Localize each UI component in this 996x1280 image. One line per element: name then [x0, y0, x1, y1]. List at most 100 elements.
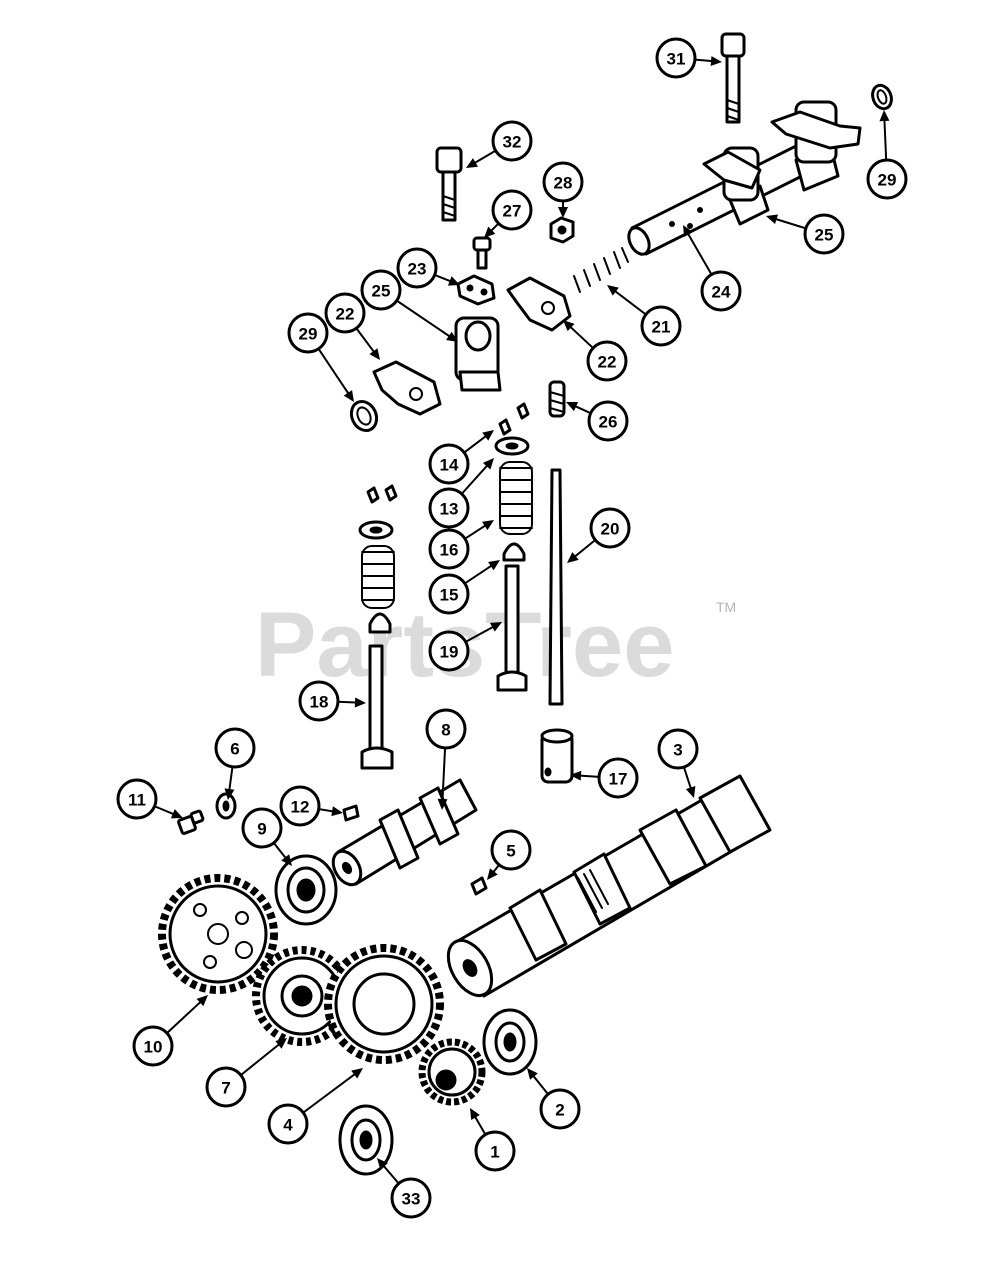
callout-circle [298, 680, 340, 722]
part-20-push-rod[interactable] [548, 468, 564, 706]
callout-25[interactable]: 25 [766, 213, 845, 255]
callout-8[interactable]: 8 [425, 708, 467, 810]
watermark-trademark: TM [716, 599, 736, 615]
part-9-bearing[interactable] [274, 854, 338, 926]
callout-label: 29 [878, 171, 897, 190]
callout-circle [491, 120, 533, 162]
callout-16[interactable]: 16 [428, 520, 494, 570]
callout-12[interactable]: 12 [279, 785, 343, 827]
part-3-camshaft[interactable] [439, 774, 772, 1003]
callout-5[interactable]: 5 [487, 829, 532, 880]
callout-4[interactable]: 4 [267, 1068, 363, 1145]
callout-leader [682, 766, 693, 791]
callout-label: 28 [554, 174, 573, 193]
part-28-nut[interactable] [549, 216, 575, 244]
part-22-rocker-arms-right[interactable] [702, 110, 862, 190]
callout-leader [465, 624, 496, 643]
callout-label: 12 [291, 798, 310, 817]
callout-19[interactable]: 19 [428, 622, 502, 672]
callout-18[interactable]: 18 [298, 680, 366, 722]
part-29-circlip-right[interactable] [869, 83, 894, 112]
callout-arrowhead [710, 56, 722, 67]
callout-7[interactable]: 7 [205, 1038, 287, 1108]
callout-11[interactable]: 11 [116, 778, 183, 820]
callout-14[interactable]: 14 [428, 430, 494, 485]
callout-6[interactable]: 6 [214, 727, 256, 800]
callout-22[interactable]: 22 [563, 320, 628, 382]
part-17-tappet[interactable] [540, 728, 574, 784]
callout-leader [568, 324, 594, 349]
callout-28[interactable]: 28 [542, 161, 584, 218]
callout-leader [302, 1071, 358, 1114]
callout-arrowhead [446, 331, 458, 342]
callout-31[interactable]: 31 [655, 37, 722, 79]
callout-24[interactable]: 24 [683, 225, 742, 312]
part-1-small-gear[interactable] [418, 1038, 486, 1106]
part-22-rocker-arm-mid[interactable] [506, 276, 572, 332]
callout-circle [279, 785, 321, 827]
callout-15[interactable]: 15 [428, 560, 500, 615]
part-6-washer[interactable] [215, 792, 237, 820]
part-15-stem-seals[interactable] [368, 542, 526, 634]
part-11-fitting[interactable] [177, 809, 205, 835]
callout-leader [463, 434, 489, 454]
part-18-valve[interactable] [360, 644, 394, 770]
callout-arrowhead [566, 401, 579, 412]
callout-26[interactable]: 26 [566, 400, 629, 442]
part-16-valve-springs[interactable] [361, 461, 533, 609]
part-5-key[interactable] [470, 876, 488, 896]
callout-leader [441, 747, 447, 803]
callout-25[interactable]: 25 [360, 269, 458, 342]
callout-13[interactable]: 13 [428, 458, 494, 529]
callout-leader [686, 231, 713, 276]
part-31-bolt[interactable] [720, 32, 746, 124]
callout-arrowhead [466, 158, 479, 168]
callout-leader [381, 1163, 400, 1185]
callout-leader [572, 404, 592, 415]
part-4-idler-gear[interactable] [324, 944, 444, 1064]
part-19-valve[interactable] [496, 564, 528, 692]
callout-circle [866, 158, 908, 200]
callout-21[interactable]: 21 [607, 285, 682, 347]
part-21-shaft-spring[interactable] [573, 247, 629, 293]
callout-9[interactable]: 9 [241, 807, 292, 866]
part-2-bearing[interactable] [482, 1008, 538, 1076]
part-23-plate[interactable] [456, 274, 496, 306]
part-33-bearing[interactable] [338, 1104, 394, 1176]
callout-2[interactable]: 2 [527, 1068, 581, 1130]
callout-arrowhead [343, 390, 354, 402]
callout-22[interactable]: 22 [324, 292, 380, 360]
part-29-circlip-left[interactable] [347, 397, 381, 434]
callout-23[interactable]: 23 [396, 247, 460, 289]
part-7-gear[interactable] [252, 946, 352, 1046]
callout-3[interactable]: 3 [657, 728, 699, 798]
callout-10[interactable]: 10 [132, 995, 208, 1067]
callout-29[interactable]: 29 [287, 312, 354, 402]
part-27-screw[interactable] [472, 236, 492, 270]
callout-1[interactable]: 1 [470, 1108, 516, 1172]
callout-20[interactable]: 20 [567, 507, 631, 563]
callout-label: 23 [408, 260, 427, 279]
part-8-crankshaft[interactable] [328, 778, 478, 890]
callout-leader [355, 327, 377, 355]
callout-32[interactable]: 32 [466, 120, 533, 168]
callout-27[interactable]: 27 [484, 189, 533, 238]
callout-29[interactable]: 29 [866, 110, 908, 200]
part-32-bolt[interactable] [435, 146, 463, 222]
callout-17[interactable]: 17 [570, 757, 639, 799]
part-10-large-gear[interactable] [158, 874, 278, 994]
part-12-pin[interactable] [342, 804, 360, 822]
part-26-adjust-screw[interactable] [548, 380, 566, 418]
callout-33[interactable]: 33 [377, 1158, 432, 1219]
part-14-keepers[interactable] [366, 402, 530, 504]
part-22-rocker-arm-left[interactable] [372, 360, 442, 416]
callout-circle [700, 270, 742, 312]
part-25-pedestal-left[interactable] [454, 316, 502, 392]
part-13-retainers[interactable] [358, 436, 530, 540]
callout-leader [773, 217, 807, 230]
callout-leader [154, 805, 176, 816]
callout-arrowhead [488, 560, 500, 571]
callout-arrowhead [570, 770, 582, 781]
